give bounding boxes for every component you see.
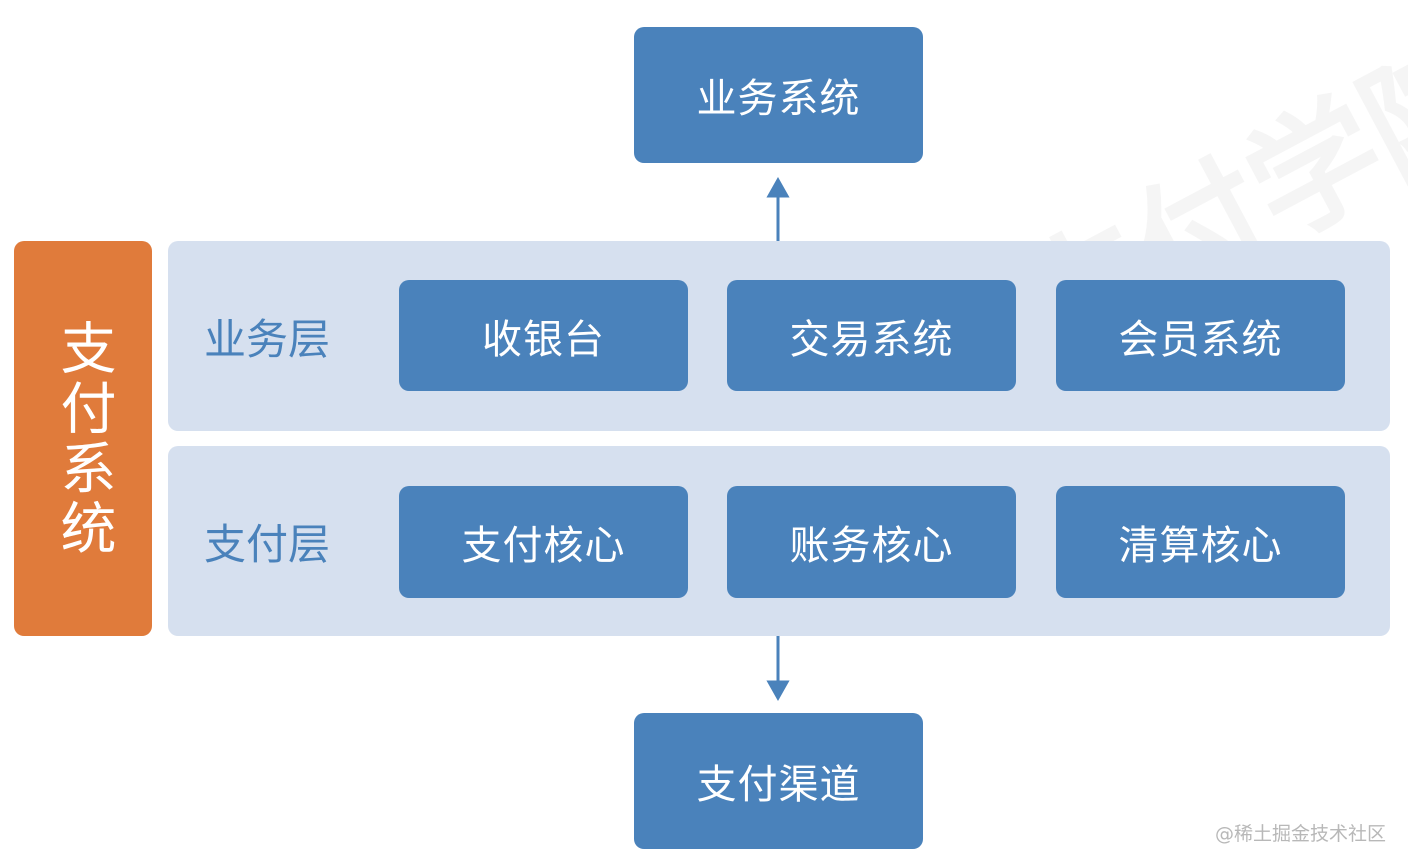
business-system-label: 业务系统 (696, 76, 861, 122)
payment-system-label: 支付系统 (51, 318, 116, 559)
bottom-arrow-down-icon (766, 680, 790, 702)
cashier-label: 收银台 (482, 316, 605, 363)
payment-channel-label: 支付渠道 (696, 762, 861, 808)
business-layer-label: 业务层 (204, 314, 331, 364)
member-system-label: 会员系统 (1118, 316, 1283, 363)
business-system-box: 业务系统 (634, 27, 923, 163)
watermark-text: @稀土掘金技术社区 (1214, 823, 1386, 845)
cashier-box: 收银台 (399, 280, 688, 391)
top-arrow-up-icon (766, 176, 790, 198)
member-system-box: 会员系统 (1056, 280, 1345, 391)
trade-system-box: 交易系统 (727, 280, 1016, 391)
payment-system-sidebar: 支付系统 (14, 241, 152, 636)
payment-core-label: 支付核心 (461, 523, 626, 569)
accounting-core-label: 账务核心 (789, 523, 954, 569)
clearing-core-label: 清算核心 (1118, 523, 1283, 569)
clearing-core-box: 清算核心 (1056, 486, 1345, 598)
payment-core-box: 支付核心 (399, 486, 688, 598)
payment-layer-label: 支付层 (204, 519, 331, 569)
accounting-core-box: 账务核心 (727, 486, 1016, 598)
payment-channel-box: 支付渠道 (634, 713, 923, 849)
trade-system-label: 交易系统 (789, 316, 954, 363)
